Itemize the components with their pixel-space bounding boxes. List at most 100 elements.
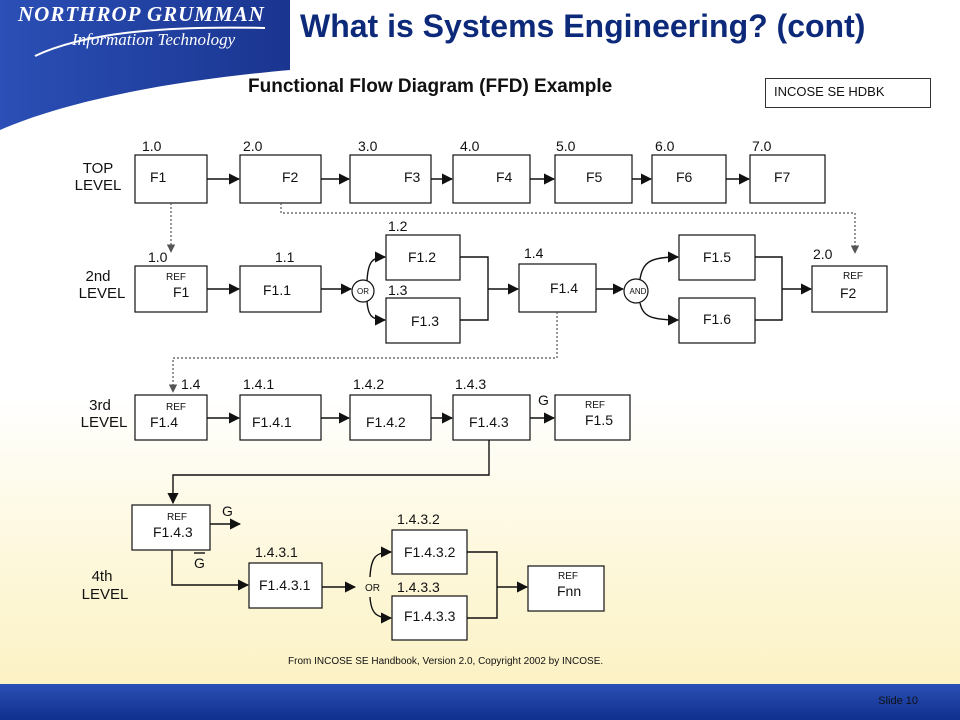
function-box-f1-4-2 — [349, 394, 432, 441]
function-label: F1.1 — [263, 282, 291, 298]
slide-title: What is Systems Engineering? (cont) — [300, 8, 866, 44]
ref-tag: REF — [843, 271, 863, 282]
flow-arrow — [369, 596, 393, 624]
ref-tag: REF — [167, 512, 187, 523]
function-label: F1 — [150, 169, 167, 185]
flow-arrow — [639, 251, 680, 280]
level-label-2nd-line1: 2nd — [85, 268, 110, 285]
function-label: F1 — [173, 284, 190, 300]
function-label: F1.4 — [550, 280, 578, 296]
function-label: F1.3 — [411, 313, 439, 329]
flow-arrow — [369, 546, 393, 578]
or-junction-label: OR — [357, 287, 369, 296]
ref-box-f1 — [134, 265, 208, 313]
function-box-f3 — [349, 154, 432, 204]
function-label: F1.6 — [703, 311, 731, 327]
and-junction-label: AND — [630, 287, 647, 296]
function-box-f1 — [134, 154, 208, 204]
function-number: 7.0 — [752, 138, 772, 154]
function-number: 1.4.3.2 — [397, 511, 440, 527]
function-label: F1.4 — [150, 414, 178, 430]
ref-box-f1-4-3 — [131, 504, 211, 551]
function-number: 2.0 — [813, 246, 833, 262]
function-label: F1.2 — [408, 249, 436, 265]
function-number: 1.4.3.1 — [255, 544, 298, 560]
level-label-4th-line2: LEVEL — [82, 586, 129, 603]
logo-swoosh-icon — [34, 26, 266, 57]
function-box-f6 — [651, 154, 727, 204]
flow-arrow — [171, 550, 250, 591]
diagram-subtitle: Functional Flow Diagram (FFD) Example — [248, 76, 613, 97]
function-number: 6.0 — [655, 138, 675, 154]
gate-label: G — [538, 392, 549, 408]
function-label: F1.5 — [585, 412, 613, 428]
function-number: 1.4.1 — [243, 376, 274, 392]
function-box-f1-2 — [385, 234, 461, 281]
decomposition-connector — [280, 203, 860, 254]
function-label: F1.4.1 — [252, 414, 292, 430]
flow-arrow — [167, 440, 490, 505]
function-number: 1.4.3.3 — [397, 579, 440, 595]
gate-label: G — [222, 503, 233, 519]
header-banner — [0, 0, 290, 130]
ref-box-f1-5 — [554, 394, 631, 441]
reference-box: INCOSE SE HDBK — [765, 78, 931, 108]
ref-box-f1-4 — [134, 394, 208, 441]
level-label-top-line1: TOP — [83, 160, 114, 177]
ref-tag: REF — [166, 272, 186, 283]
source-credit: From INCOSE SE Handbook, Version 2.0, Co… — [288, 656, 604, 667]
function-box-f1-6 — [678, 297, 756, 344]
function-number: 1.0 — [148, 249, 168, 265]
function-label: F1.4.3 — [153, 524, 193, 540]
function-label: F1.4.3.3 — [404, 608, 456, 624]
merge-line — [755, 256, 783, 321]
function-number: 1.4.3 — [455, 376, 486, 392]
level-label-top-line2: LEVEL — [75, 177, 122, 194]
function-number: 1.2 — [388, 218, 408, 234]
or-junction-label: OR — [365, 583, 380, 594]
flow-arrow — [366, 300, 387, 326]
function-label: F4 — [496, 169, 513, 185]
function-label: F5 — [586, 169, 603, 185]
function-box-f1-4-3-2 — [391, 529, 468, 575]
gate-label-negated: G — [194, 555, 205, 571]
function-label: F1.4.3.2 — [404, 544, 456, 560]
function-number: 2.0 — [243, 138, 263, 154]
function-number: 3.0 — [358, 138, 378, 154]
function-box-f4 — [452, 154, 531, 204]
function-box-f1-5 — [678, 234, 756, 281]
function-number: 1.4.2 — [353, 376, 384, 392]
function-box-f7 — [749, 154, 826, 204]
function-box-f1-4-3-3 — [391, 595, 468, 641]
ref-tag: REF — [585, 400, 605, 411]
function-label: F6 — [676, 169, 693, 185]
level-label-3rd-line1: 3rd — [89, 397, 111, 414]
function-label: Fnn — [557, 583, 581, 599]
ref-tag: REF — [558, 571, 578, 582]
function-number: 1.4 — [181, 376, 201, 392]
function-number: 1.3 — [388, 282, 408, 298]
ref-box-f2 — [811, 265, 888, 313]
function-label: F1.4.3.1 — [259, 577, 311, 593]
level-label-4th-line1: 4th — [92, 568, 113, 585]
merge-line — [467, 551, 498, 619]
function-label: F3 — [404, 169, 421, 185]
slide-number: Slide 10 — [878, 695, 918, 707]
function-number: 1.4 — [524, 245, 544, 261]
function-number: 4.0 — [460, 138, 480, 154]
function-box-f2 — [239, 154, 322, 204]
ref-box-fnn — [527, 565, 605, 612]
function-label: F1.4.2 — [366, 414, 406, 430]
ref-tag: REF — [166, 402, 186, 413]
function-label: F2 — [840, 285, 857, 301]
function-number: 5.0 — [556, 138, 576, 154]
function-label: F1.5 — [703, 249, 731, 265]
flow-arrow — [639, 302, 680, 326]
function-box-f5 — [554, 154, 633, 204]
function-number: 1.1 — [275, 249, 295, 265]
function-box-f1-4 — [518, 263, 597, 313]
footer-bar: Slide 10 — [0, 684, 960, 720]
company-logo-name: NORTHROP GRUMMAN — [18, 2, 265, 26]
function-label: F1.4.3 — [469, 414, 509, 430]
